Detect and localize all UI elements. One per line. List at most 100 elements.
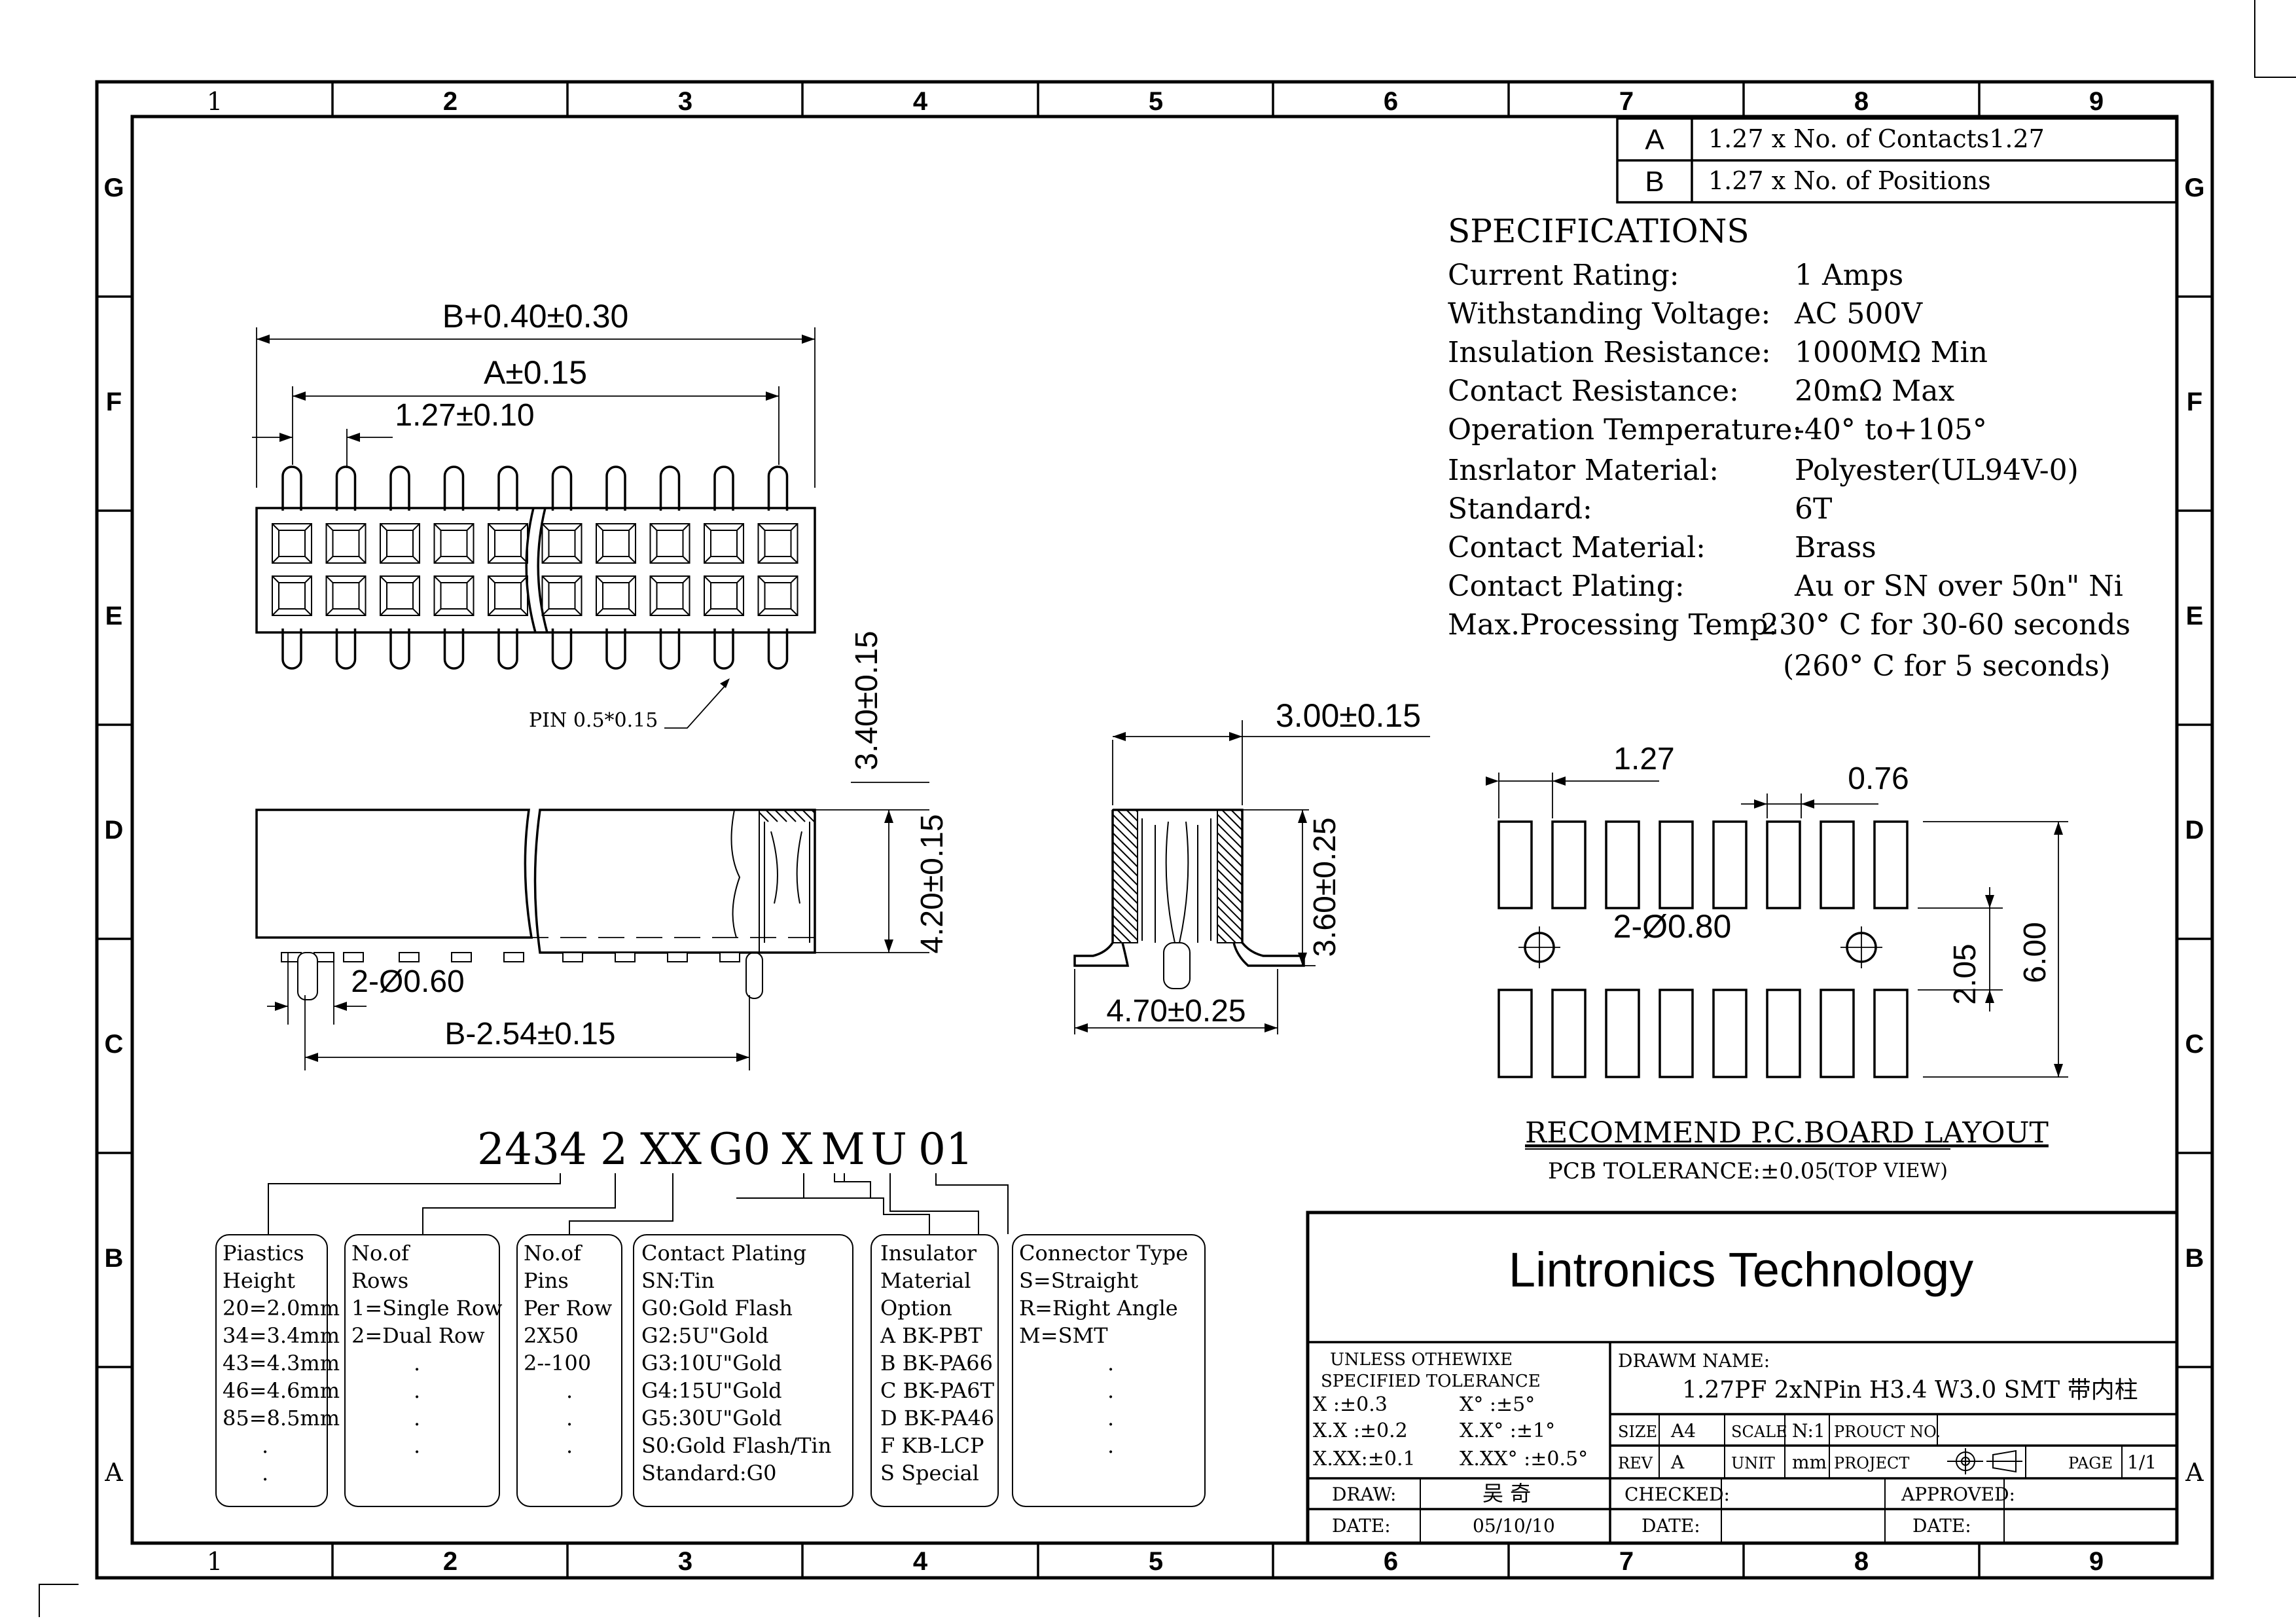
option-text: .	[1107, 1406, 1114, 1431]
hatch-line	[1217, 905, 1243, 932]
tol-row: X :±0.3	[1313, 1393, 1388, 1416]
col-label-top: 9	[2089, 87, 2104, 116]
contact-cell-bevel	[541, 523, 583, 564]
option-text: S0:Gold Flash/Tin	[641, 1433, 831, 1458]
ab-table: A B 1.27 x No. of Contacts1.27 1.27 x No…	[1616, 117, 2178, 204]
row-label-right: G	[2184, 173, 2204, 202]
code-part: 2	[600, 1124, 628, 1175]
contact-cell	[380, 575, 420, 616]
pin	[767, 465, 789, 511]
option-text: .	[1107, 1378, 1114, 1403]
col-label-top: 3	[678, 87, 692, 116]
hatch-line	[811, 809, 816, 814]
hatch-line	[1217, 896, 1243, 922]
contact-cell-bevel	[272, 575, 312, 616]
pin	[605, 465, 626, 511]
contact-cell-inner	[764, 582, 792, 610]
pin	[713, 465, 734, 511]
approved-label: APPROVED:	[1901, 1484, 2015, 1505]
contact-cell-bevel	[596, 575, 636, 616]
hatch-line	[1112, 905, 1138, 932]
contact-cell-bevel	[433, 575, 475, 616]
option-text: .	[1107, 1433, 1114, 1458]
pin	[497, 629, 518, 670]
contact-cell	[649, 575, 691, 616]
row-label-left: C	[105, 1030, 124, 1059]
hatch-line	[1126, 809, 1138, 822]
contact-cell	[757, 575, 798, 616]
option-text: No.of	[524, 1241, 583, 1266]
pad	[1551, 820, 1587, 909]
contact-cell-inner	[602, 530, 630, 557]
spec-value: 1 Amps	[1795, 259, 1903, 292]
spec-label: Contact Material:	[1448, 531, 1706, 564]
hatch-line	[765, 809, 778, 822]
code-part: U	[870, 1124, 907, 1175]
contact-cell-inner	[710, 530, 738, 557]
pin	[767, 629, 789, 670]
project-label: PROJECT	[1834, 1454, 1909, 1472]
dim-label: B-2.54±0.15	[444, 1017, 615, 1051]
col-label-bottom: 3	[678, 1547, 692, 1576]
contact-cell-bevel	[757, 575, 798, 616]
option-text: .	[1107, 1351, 1114, 1376]
pad	[1820, 989, 1855, 1078]
tol-row: X.XX° :±0.5°	[1460, 1448, 1588, 1470]
option-text: G4:15U"Gold	[641, 1378, 782, 1403]
pin	[497, 465, 518, 511]
hatch-line	[783, 809, 797, 822]
tol-row: X.X :±0.2	[1313, 1419, 1408, 1442]
foot	[451, 952, 472, 962]
size-label: SIZE	[1618, 1423, 1657, 1441]
contact-cell-inner	[548, 582, 576, 610]
option-text: .	[414, 1406, 420, 1431]
pin	[389, 629, 410, 670]
contact-cell	[433, 523, 475, 564]
pad	[1605, 820, 1640, 909]
contact-cell	[596, 575, 636, 616]
pin	[605, 629, 626, 670]
pin	[551, 465, 573, 511]
unit-label: UNIT	[1731, 1454, 1775, 1472]
foot	[343, 952, 364, 962]
code-part: X	[782, 1124, 813, 1175]
pin	[335, 629, 357, 670]
contact-cell	[704, 523, 744, 564]
dim-label: 3.60±0.25	[1308, 817, 1342, 957]
dim-label: 6.00	[2018, 922, 2053, 983]
dim-label: 2-Ø0.60	[351, 964, 464, 999]
contact-cell	[596, 523, 636, 564]
dim-label: 4.20±0.15	[915, 814, 950, 953]
hatch-line	[1217, 924, 1236, 943]
col-label-top: 7	[1619, 87, 1634, 116]
hatch-line	[1217, 850, 1243, 877]
dim-label: A±0.15	[484, 354, 587, 391]
contact-cell-inner	[332, 530, 360, 557]
contact-cell-bevel	[488, 575, 528, 616]
pin	[389, 465, 410, 511]
hatch-line	[1112, 915, 1138, 941]
option-text: Per Row	[524, 1296, 612, 1321]
hatch-line	[1217, 814, 1243, 840]
dim-label: 3.00±0.15	[1276, 697, 1421, 734]
pcb-view: (TOP VIEW)	[1827, 1159, 1948, 1182]
drawm-name-label: DRAWM NAME:	[1618, 1350, 1770, 1372]
col-label-bottom: 8	[1854, 1547, 1869, 1576]
contact-cell-inner	[332, 582, 360, 610]
hatch-line	[1112, 887, 1138, 913]
col-label-bottom: 1	[207, 1547, 223, 1576]
pin	[713, 629, 734, 670]
checked-label: CHECKED:	[1624, 1484, 1730, 1505]
hatch-line	[1217, 860, 1243, 886]
contact-cell-bevel	[272, 523, 312, 564]
hatch-line	[1112, 814, 1138, 840]
pcb-tolerance: PCB TOLERANCE:±0.05	[1548, 1158, 1829, 1184]
option-text: Standard:G0	[641, 1461, 777, 1486]
pad	[1873, 989, 1909, 1078]
pin	[335, 465, 357, 511]
date-label: DATE:	[1912, 1515, 1971, 1537]
hatch-line	[1112, 878, 1138, 904]
contact-cell-bevel	[649, 523, 691, 564]
